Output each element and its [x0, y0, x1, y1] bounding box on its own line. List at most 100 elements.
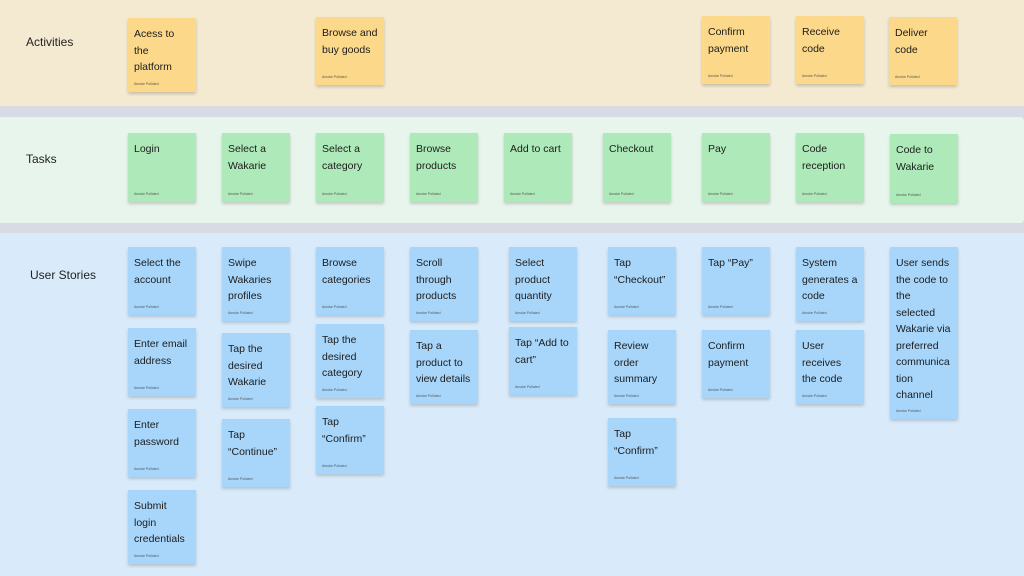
note-author: Amoke Polluted — [228, 397, 253, 401]
note-author: Amoke Polluted — [614, 394, 639, 398]
task-note-select-category[interactable]: Select a category Amoke Polluted — [316, 133, 384, 202]
note-author: Amoke Polluted — [134, 192, 159, 196]
note-author: Amoke Polluted — [322, 192, 347, 196]
note-author: Amoke Polluted — [416, 311, 441, 315]
task-note-code-reception[interactable]: Code reception Amoke Polluted — [796, 133, 864, 202]
story-note-tap-confirm-category[interactable]: Tap “Confirm” Amoke Polluted — [316, 406, 384, 474]
note-author: Amoke Polluted — [322, 464, 347, 468]
note-text: Select the account — [134, 257, 181, 286]
story-note-enter-email[interactable]: Enter email address Amoke Polluted — [128, 328, 196, 396]
note-author: Amoke Polluted — [228, 192, 253, 196]
note-author: Amoke Polluted — [134, 386, 159, 390]
story-note-tap-checkout[interactable]: Tap “Checkout” Amoke Polluted — [608, 247, 676, 315]
note-author: Amoke Polluted — [802, 192, 827, 196]
note-author: Amoke Polluted — [609, 192, 634, 196]
story-note-scroll-products[interactable]: Scroll through products Amoke Polluted — [410, 247, 478, 321]
story-note-submit-credentials[interactable]: Submit login credentials Amoke Polluted — [128, 490, 196, 564]
note-text: Enter email address — [134, 338, 188, 367]
story-note-generate-code[interactable]: System generates a code Amoke Polluted — [796, 247, 864, 321]
note-text: Submit login credentials — [134, 500, 185, 545]
task-note-checkout[interactable]: Checkout Amoke Polluted — [603, 133, 671, 202]
note-text: Acess to the platform — [134, 28, 175, 73]
task-note-add-to-cart[interactable]: Add to cart Amoke Polluted — [504, 133, 572, 202]
note-text: Add to cart — [510, 143, 561, 155]
story-note-confirm-payment[interactable]: Confirm payment Amoke Polluted — [702, 330, 770, 398]
note-text: Tap “Add to cart” — [515, 337, 569, 366]
story-note-view-details[interactable]: Tap a product to view details Amoke Poll… — [410, 330, 478, 404]
note-author: Amoke Polluted — [614, 305, 639, 309]
story-note-select-quantity[interactable]: Select product quantity Amoke Polluted — [509, 247, 577, 321]
task-note-browse-products[interactable]: Browse products Amoke Polluted — [410, 133, 478, 202]
note-author: Amoke Polluted — [416, 394, 441, 398]
note-author: Amoke Polluted — [708, 388, 733, 392]
activities-row-label: Activities — [26, 35, 74, 49]
note-text: Confirm payment — [708, 26, 749, 55]
note-text: Select a category — [322, 143, 363, 172]
user-stories-row-label: User Stories — [30, 268, 97, 282]
note-text: Review order summary — [614, 340, 658, 385]
note-text: Confirm payment — [708, 340, 749, 369]
story-note-swipe-profiles[interactable]: Swipe Wakaries profiles Amoke Polluted — [222, 247, 290, 321]
story-note-tap-add-to-cart[interactable]: Tap “Add to cart” Amoke Polluted — [509, 327, 577, 395]
activity-note-deliver-code[interactable]: Deliver code Amoke Polluted — [889, 17, 957, 85]
note-text: Tap “Checkout” — [614, 257, 666, 286]
note-author: Amoke Polluted — [708, 305, 733, 309]
note-text: Tap “Confirm” — [322, 416, 366, 445]
note-author: Amoke Polluted — [134, 305, 159, 309]
note-author: Amoke Polluted — [896, 409, 921, 413]
activity-note-receive-code[interactable]: Receive code Amoke Polluted — [796, 16, 864, 84]
note-author: Amoke Polluted — [895, 75, 920, 79]
note-text: Tap a product to view details — [416, 340, 471, 385]
story-note-select-account[interactable]: Select the account Amoke Polluted — [128, 247, 196, 315]
story-note-review-summary[interactable]: Review order summary Amoke Polluted — [608, 330, 676, 404]
task-note-pay[interactable]: Pay Amoke Polluted — [702, 133, 770, 202]
note-text: Tap “Pay” — [708, 257, 753, 269]
story-note-tap-pay[interactable]: Tap “Pay” Amoke Polluted — [702, 247, 770, 315]
story-note-receive-code[interactable]: User receives the code Amoke Polluted — [796, 330, 864, 404]
note-author: Amoke Polluted — [708, 74, 733, 78]
story-note-tap-continue[interactable]: Tap “Continue” Amoke Polluted — [222, 419, 290, 487]
note-text: Tap “Continue” — [228, 429, 278, 458]
story-note-tap-wakarie[interactable]: Tap the desired Wakarie Amoke Polluted — [222, 333, 290, 407]
note-author: Amoke Polluted — [802, 311, 827, 315]
note-author: Amoke Polluted — [322, 305, 347, 309]
story-note-send-code[interactable]: User sends the code to the selected Waka… — [890, 247, 958, 419]
story-note-tap-category[interactable]: Tap the desired category Amoke Polluted — [316, 324, 384, 398]
note-text: Tap the desired Wakarie — [228, 343, 267, 388]
story-note-browse-categories[interactable]: Browse categories Amoke Polluted — [316, 247, 384, 315]
note-text: Browse categories — [322, 257, 371, 286]
note-text: Code reception — [802, 143, 846, 172]
note-author: Amoke Polluted — [802, 74, 827, 78]
story-note-tap-confirm-order[interactable]: Tap “Confirm” Amoke Polluted — [608, 418, 676, 486]
story-note-enter-password[interactable]: Enter password Amoke Polluted — [128, 409, 196, 477]
note-text: Enter password — [134, 419, 179, 448]
task-note-select-wakarie[interactable]: Select a Wakarie Amoke Polluted — [222, 133, 290, 202]
note-author: Amoke Polluted — [510, 192, 535, 196]
note-author: Amoke Polluted — [416, 192, 441, 196]
activity-note-browse-buy[interactable]: Browse and buy goods Amoke Polluted — [316, 17, 384, 85]
note-author: Amoke Polluted — [228, 311, 253, 315]
note-text: Select a Wakarie — [228, 143, 267, 172]
note-text: Tap “Confirm” — [614, 428, 658, 457]
note-author: Amoke Polluted — [322, 75, 347, 79]
note-text: Login — [134, 143, 160, 155]
note-author: Amoke Polluted — [614, 476, 639, 480]
note-author: Amoke Polluted — [896, 193, 921, 197]
note-text: Checkout — [609, 143, 654, 155]
task-note-login[interactable]: Login Amoke Polluted — [128, 133, 196, 202]
note-author: Amoke Polluted — [134, 467, 159, 471]
note-author: Amoke Polluted — [515, 385, 540, 389]
activity-note-access[interactable]: Acess to the platform Amoke Polluted — [128, 18, 196, 92]
task-note-code-to-wakarie[interactable]: Code to Wakarie Amoke Polluted — [890, 134, 958, 203]
tasks-row-label: Tasks — [26, 152, 57, 166]
note-text: Deliver code — [895, 27, 928, 56]
note-text: Pay — [708, 143, 727, 155]
note-author: Amoke Polluted — [134, 554, 159, 558]
note-author: Amoke Polluted — [228, 477, 253, 481]
note-author: Amoke Polluted — [134, 82, 159, 86]
note-text: Scroll through products — [416, 257, 457, 302]
activity-note-confirm-payment[interactable]: Confirm payment Amoke Polluted — [702, 16, 770, 84]
note-author: Amoke Polluted — [802, 394, 827, 398]
note-author: Amoke Polluted — [515, 311, 540, 315]
note-text: User sends the code to the selected Waka… — [896, 257, 951, 401]
